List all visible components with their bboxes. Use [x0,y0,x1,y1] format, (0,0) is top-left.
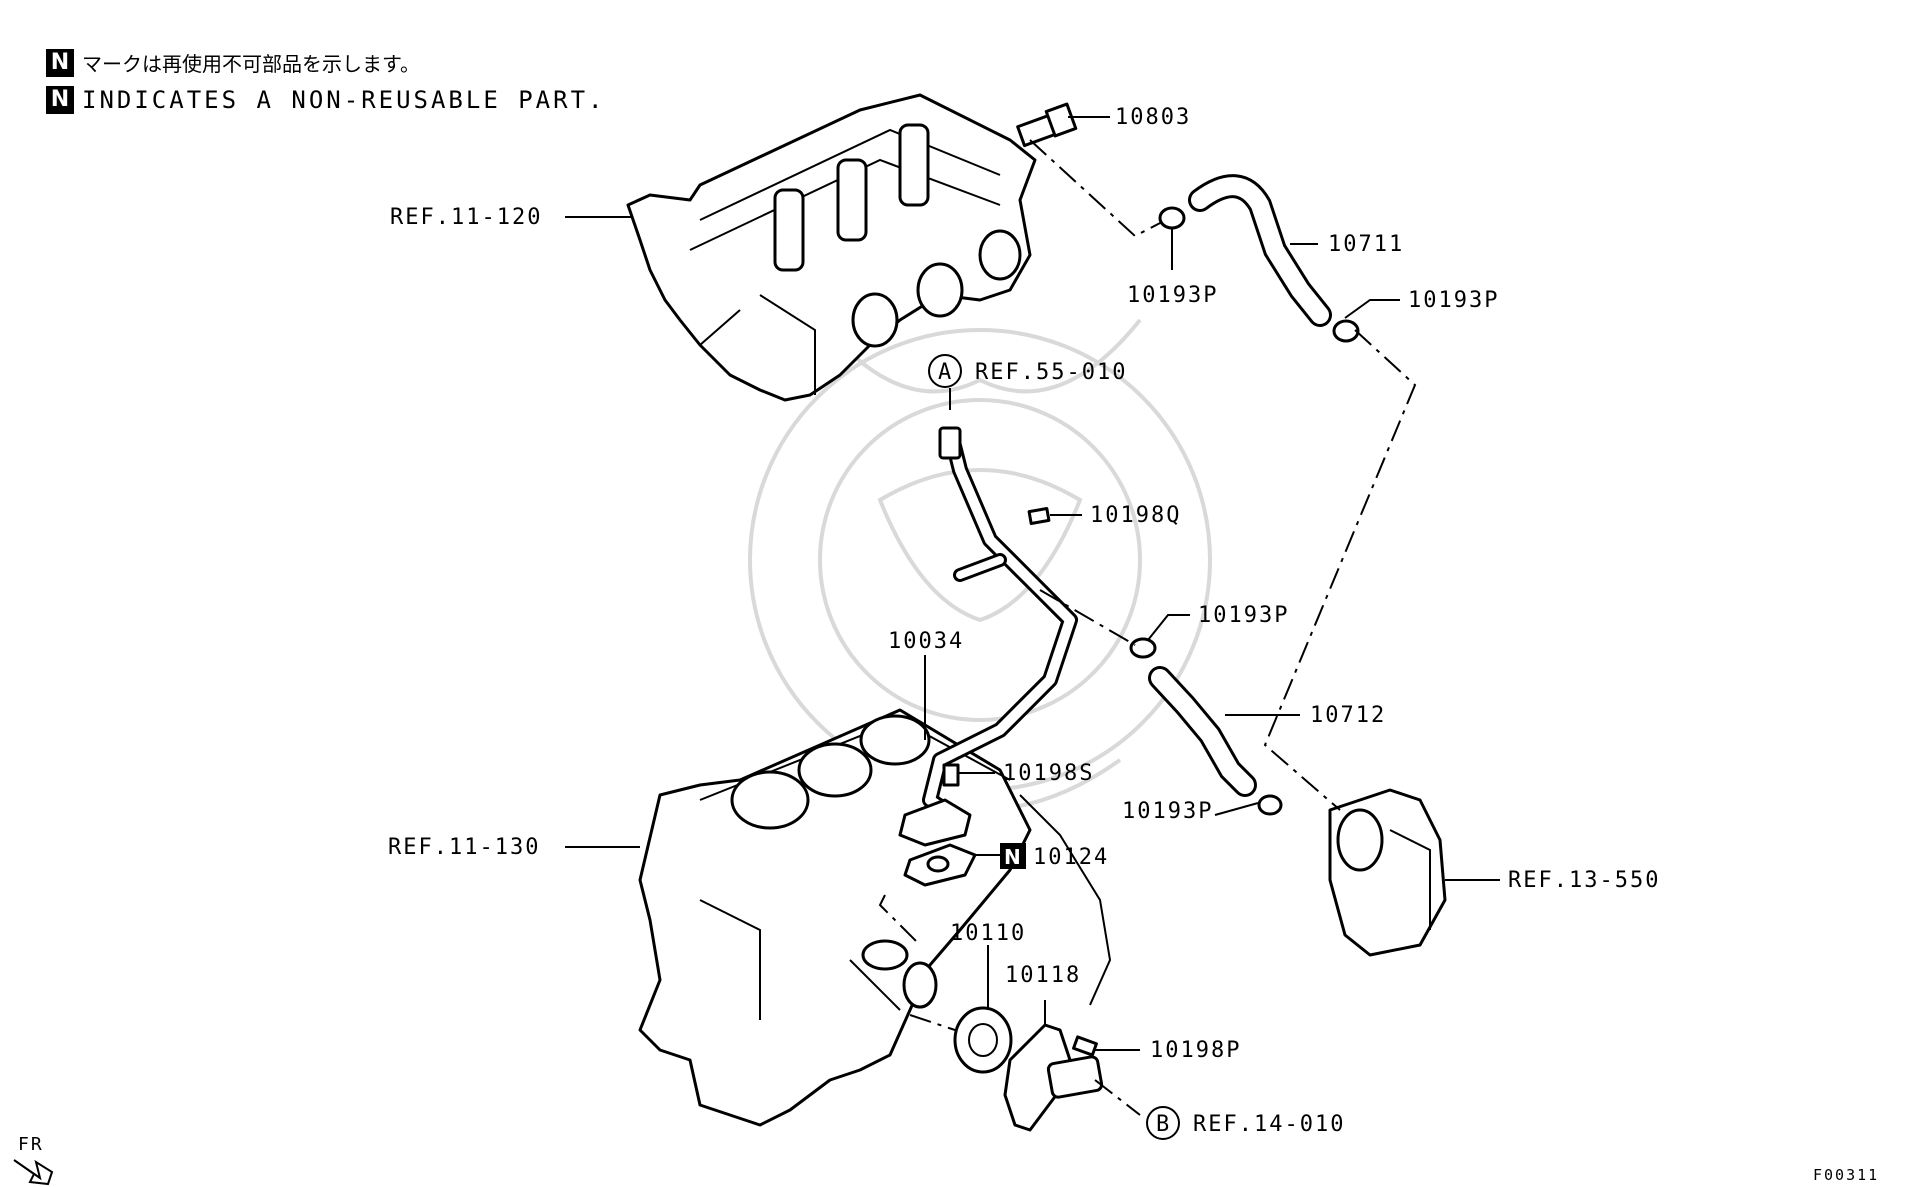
figure-code: F00311 [1813,1166,1879,1184]
part-10198p-bolt[interactable] [1072,1035,1098,1057]
label-10711: 10711 [1328,232,1404,257]
non-reusable-badge: N [46,48,74,77]
front-direction-label: FR [18,1134,44,1155]
label-10193p: 10193P [1127,283,1218,308]
part-10193p-clamp[interactable] [1332,319,1360,343]
callout-b-letter: B [1156,1112,1171,1137]
label-10198s: 10198S [1003,761,1094,786]
non-reusable-badge-letter: N [1004,845,1021,869]
throttle-body [1328,788,1447,957]
callout-a-circle [928,354,962,388]
leader-lines [565,116,1500,1051]
callout-b-circle [1146,1106,1180,1140]
part-10124-gasket[interactable] [903,843,977,887]
part-10193p-clamp[interactable] [1257,794,1283,816]
callout-a-letter: A [938,360,953,385]
part-10193p-clamp[interactable] [1158,206,1186,230]
label-ref-55-010: REF.55-010 [975,360,1127,385]
part-10803-sensor[interactable] [1016,102,1078,148]
label-10118: 10118 [1005,963,1081,988]
label-10198p: 10198P [1150,1038,1241,1063]
label-10124: 10124 [1033,845,1109,870]
part-10711-hose[interactable] [1188,174,1332,327]
label-10193p: 10193P [1408,288,1499,313]
label-ref-11-120: REF.11-120 [390,205,542,230]
non-reusable-badge [1000,843,1026,869]
note-japanese-text: マークは再使用不可部品を示します。 [82,52,420,76]
note-english: N INDICATES A NON-REUSABLE PART. [46,86,605,114]
label-10198q: 10198Q [1090,503,1181,528]
label-10110: 10110 [950,921,1026,946]
part-10118-water-inlet[interactable] [1003,1023,1104,1132]
part-10198q-bolt[interactable] [1027,507,1051,525]
front-arrow-icon [13,1159,54,1186]
label-10712: 10712 [1310,703,1386,728]
connection-lines [878,139,1417,1116]
label-ref-14-010: REF.14-010 [1193,1112,1345,1137]
cylinder-head [626,93,1037,402]
label-ref-11-130: REF.11-130 [388,835,540,860]
part-10193p-clamp[interactable] [1129,637,1157,659]
label-10193p: 10193P [1198,603,1289,628]
part-10198s-bolt[interactable] [942,763,960,787]
label-10034: 10034 [888,629,964,654]
part-10712-hose[interactable] [1148,666,1257,797]
non-reusable-badge: N [46,86,74,114]
label-10803: 10803 [1115,105,1191,130]
part-10034-pipe[interactable] [898,426,1078,847]
label-10193p: 10193P [1122,799,1213,824]
part-10110-thermostat[interactable] [953,1006,1013,1074]
note-japanese: N マークは再使用不可部品を示します。 [46,48,420,77]
note-english-text: INDICATES A NON-REUSABLE PART. [82,86,606,114]
label-ref-13-550: REF.13-550 [1508,868,1660,893]
